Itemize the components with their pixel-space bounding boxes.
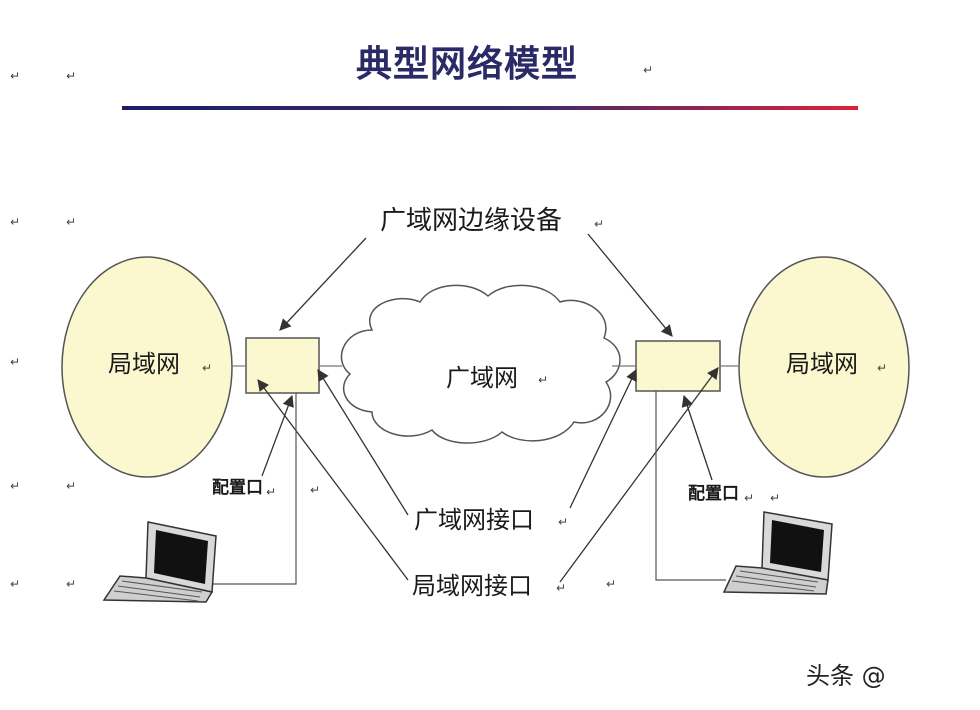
config-port-left-label: 配置口: [212, 478, 263, 498]
page-title: 典型网络模型: [356, 43, 579, 85]
lan-interface-label: 局域网接口: [412, 572, 532, 600]
paragraph-mark: ↵: [744, 491, 755, 505]
paragraph-mark: ↵: [594, 217, 605, 231]
paragraph-mark: ↵: [10, 215, 21, 229]
paragraph-mark: ↵: [66, 577, 77, 591]
lan-right-ellipse: [738, 256, 910, 478]
paragraph-mark: ↵: [606, 577, 617, 591]
paragraph-mark: ↵: [538, 373, 549, 387]
paragraph-mark: ↵: [310, 483, 321, 497]
paragraph-mark: ↵: [66, 69, 77, 83]
lan-right-label: 局域网: [786, 350, 858, 378]
paragraph-mark: ↵: [10, 69, 21, 83]
paragraph-mark: ↵: [10, 355, 21, 369]
paragraph-mark: ↵: [10, 479, 21, 493]
wan-cloud: [340, 284, 621, 444]
title-rule: [122, 106, 858, 110]
paragraph-mark: ↵: [770, 491, 781, 505]
lan-left-ellipse: [61, 256, 233, 478]
paragraph-mark: ↵: [266, 485, 277, 499]
paragraph-mark: ↵: [66, 479, 77, 493]
config-port-right-label: 配置口: [688, 484, 739, 504]
annotation-arrows: [257, 233, 719, 583]
paragraph-mark: ↵: [643, 63, 654, 77]
laptop-left-icon: [102, 521, 217, 603]
edge-device-left: [245, 337, 320, 394]
wan-label: 广域网: [446, 364, 518, 392]
laptop-right-icon: [722, 511, 833, 595]
paragraph-mark: ↵: [556, 581, 567, 595]
lan-left-label: 局域网: [108, 350, 180, 378]
watermark: 头条 @: [806, 662, 886, 690]
wan-edge-device-label: 广域网边缘设备: [380, 206, 563, 236]
paragraph-mark: ↵: [66, 215, 77, 229]
wan-interface-label: 广域网接口: [414, 506, 534, 534]
console-cables: [206, 391, 726, 585]
paragraph-mark: ↵: [558, 515, 569, 529]
paragraph-mark: ↵: [202, 361, 213, 375]
edge-device-right: [635, 340, 721, 392]
paragraph-mark: ↵: [10, 577, 21, 591]
paragraph-mark: ↵: [877, 361, 888, 375]
